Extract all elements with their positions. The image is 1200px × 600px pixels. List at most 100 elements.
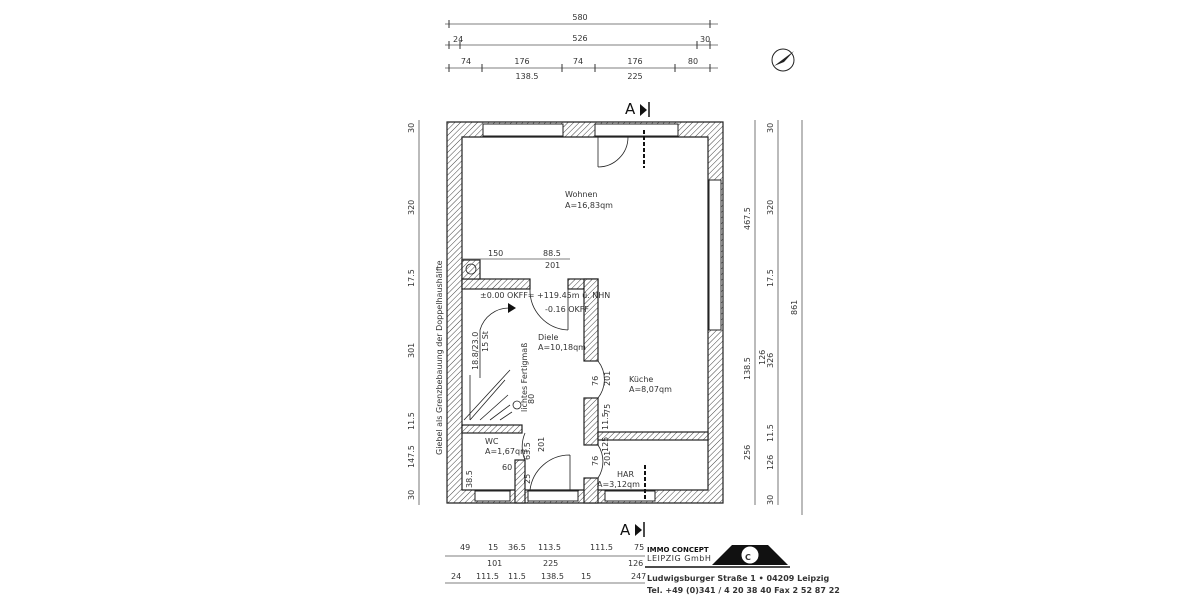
inner-dimensions: 150 88.5 201 ±0.00 OKFF= +119.45m ü. NHN… <box>462 249 612 488</box>
svg-text:76: 76 <box>591 456 600 466</box>
right-dimensions: 467.5 138.5 256 30 320 17.5 126 326 11.5… <box>743 120 803 515</box>
svg-text:11.5: 11.5 <box>508 572 526 581</box>
svg-text:201: 201 <box>537 437 546 452</box>
svg-text:320: 320 <box>766 200 775 215</box>
svg-text:A: A <box>625 100 636 118</box>
svg-text:75: 75 <box>603 404 612 414</box>
svg-text:11.5: 11.5 <box>601 412 610 430</box>
svg-text:11.5: 11.5 <box>407 412 416 430</box>
svg-text:80: 80 <box>527 394 536 404</box>
svg-text:LEIPZIG GmbH: LEIPZIG GmbH <box>647 554 711 563</box>
svg-text:24: 24 <box>451 572 461 581</box>
svg-text:247: 247 <box>631 572 646 581</box>
svg-text:147.5: 147.5 <box>407 445 416 468</box>
svg-text:Diele: Diele <box>538 333 559 342</box>
svg-text:A: A <box>620 521 631 539</box>
walls <box>446 121 724 504</box>
room-diele: Diele A=10,18qm <box>538 333 586 352</box>
svg-text:IMMO CONCEPT: IMMO CONCEPT <box>647 546 709 554</box>
svg-text:201: 201 <box>603 371 612 386</box>
side-label: Giebel als Grenzbebauung der Doppelhaush… <box>435 260 444 455</box>
dim-label: 225 <box>627 72 642 81</box>
svg-text:A=3,12qm: A=3,12qm <box>597 480 640 489</box>
section-marker-top: A <box>625 100 650 118</box>
svg-text:88.5: 88.5 <box>543 249 561 258</box>
svg-text:126: 126 <box>628 559 643 568</box>
svg-text:75: 75 <box>634 543 644 552</box>
svg-text:30: 30 <box>766 495 775 505</box>
svg-text:326: 326 <box>766 353 775 368</box>
svg-text:111.5: 111.5 <box>590 543 613 552</box>
svg-text:60: 60 <box>502 463 512 472</box>
doors <box>521 130 646 500</box>
svg-text:111.5: 111.5 <box>476 572 499 581</box>
left-dimensions: 30 320 17.5 301 11.5 147.5 30 <box>407 120 420 505</box>
svg-text:30: 30 <box>407 490 416 500</box>
dim-label: 526 <box>572 34 587 43</box>
svg-text:30: 30 <box>407 123 416 133</box>
svg-text:38.5: 38.5 <box>465 470 474 488</box>
svg-text:76: 76 <box>591 376 600 386</box>
dim-label: 24 <box>453 35 463 44</box>
svg-text:467.5: 467.5 <box>743 207 752 230</box>
svg-text:126: 126 <box>758 350 767 365</box>
top-dimensions: 580 24 526 30 74 176 74 176 80 138.5 225 <box>445 13 718 81</box>
dim-label: 176 <box>514 57 529 66</box>
svg-text:126: 126 <box>766 455 775 470</box>
svg-text:Tel. +49 (0)341 / 4 20 38 40: Tel. +49 (0)341 / 4 20 38 40 Fax 2 52 87… <box>647 586 840 595</box>
bottom-dimensions: 49 15 36.5 113.5 111.5 75 101 225 126 24… <box>445 543 646 584</box>
stairs <box>463 303 522 421</box>
windows <box>474 123 722 502</box>
dim-label: 74 <box>461 57 471 66</box>
svg-text:A=8,07qm: A=8,07qm <box>629 385 672 394</box>
svg-text:63.5: 63.5 <box>523 442 532 460</box>
svg-text:17.5: 17.5 <box>407 269 416 287</box>
dim-label: 580 <box>572 13 587 22</box>
svg-text:Wohnen: Wohnen <box>565 190 597 199</box>
svg-text:150: 150 <box>488 249 503 258</box>
svg-text:15 St: 15 St <box>481 331 490 352</box>
svg-text:301: 301 <box>407 343 416 358</box>
dim-label: 30 <box>700 35 710 44</box>
svg-text:225: 225 <box>543 559 558 568</box>
svg-text:HAR: HAR <box>617 470 634 479</box>
svg-text:A=10,18qm: A=10,18qm <box>538 343 586 352</box>
svg-text:101: 101 <box>487 559 502 568</box>
svg-text:138.5: 138.5 <box>541 572 564 581</box>
svg-text:Küche: Küche <box>629 375 653 384</box>
svg-text:±0.00 OKFF= +119.45m ü. NHN: ±0.00 OKFF= +119.45m ü. NHN <box>480 291 610 300</box>
svg-text:A=16,83qm: A=16,83qm <box>565 201 613 210</box>
svg-text:49: 49 <box>460 543 470 552</box>
svg-text:lichtes Fertigmaß: lichtes Fertigmaß <box>520 343 529 412</box>
north-arrow-icon <box>771 48 795 72</box>
svg-text:17.5: 17.5 <box>766 269 775 287</box>
svg-text:201: 201 <box>603 451 612 466</box>
svg-text:A=1,67qm: A=1,67qm <box>485 447 528 456</box>
room-wc: WC A=1,67qm <box>485 437 528 456</box>
svg-text:C: C <box>745 553 751 562</box>
svg-text:25: 25 <box>523 474 532 484</box>
room-kueche: Küche A=8,07qm <box>629 375 672 394</box>
svg-text:113.5: 113.5 <box>538 543 561 552</box>
svg-text:15: 15 <box>581 572 591 581</box>
dim-label: 138.5 <box>516 72 539 81</box>
dim-label: 74 <box>573 57 583 66</box>
svg-text:138.5: 138.5 <box>743 357 752 380</box>
svg-text:256: 256 <box>743 445 752 460</box>
dim-label: 176 <box>627 57 642 66</box>
svg-text:36.5: 36.5 <box>508 543 526 552</box>
svg-text:WC: WC <box>485 437 499 446</box>
svg-text:18.8/23.0: 18.8/23.0 <box>471 332 480 370</box>
svg-text:30: 30 <box>766 123 775 133</box>
svg-text:320: 320 <box>407 200 416 215</box>
company-logo: C IMMO CONCEPT LEIPZIG GmbH Ludwigsburge… <box>645 545 840 595</box>
svg-text:125: 125 <box>601 437 610 452</box>
svg-text:15: 15 <box>488 543 498 552</box>
svg-text:-0.16 OKFF: -0.16 OKFF <box>545 305 589 314</box>
dim-label: 80 <box>688 57 698 66</box>
svg-text:11.5: 11.5 <box>766 424 775 442</box>
svg-text:201: 201 <box>545 261 560 270</box>
room-wohnen: Wohnen A=16,83qm <box>565 190 613 210</box>
section-marker-bottom: A <box>620 521 645 539</box>
